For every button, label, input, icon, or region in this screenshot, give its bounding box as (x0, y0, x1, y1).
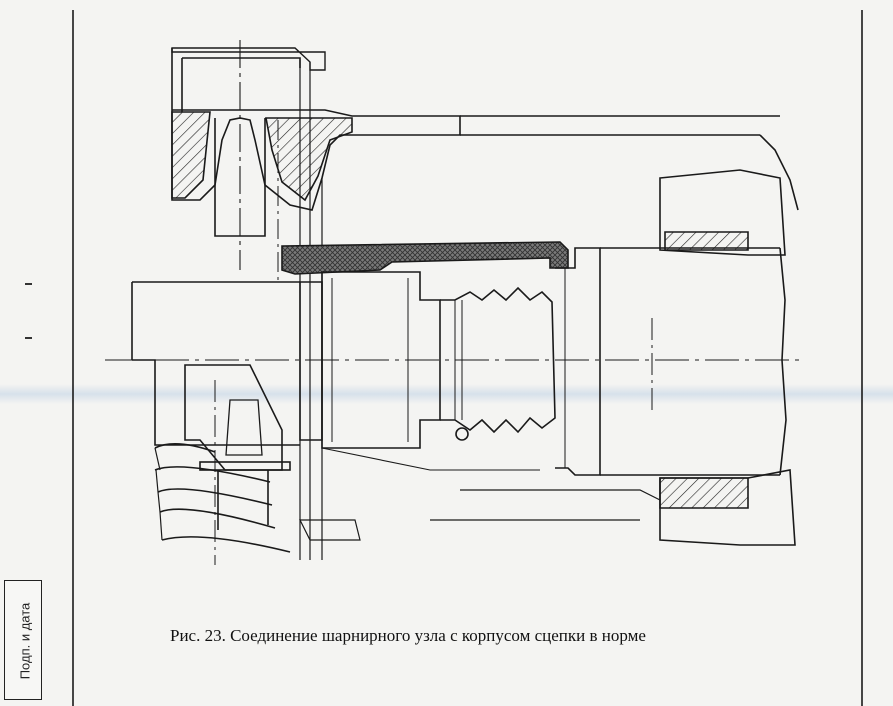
figure-caption: Рис. 23. Соединение шарнирного узла с ко… (170, 626, 646, 645)
stamp-label: Подп. и дата (17, 602, 33, 680)
margin-tick-mark (25, 337, 32, 339)
margin-tick-mark (25, 283, 32, 285)
signature-date-stamp: Подп. и дата (4, 580, 42, 700)
scan-artifact-band (0, 384, 893, 404)
